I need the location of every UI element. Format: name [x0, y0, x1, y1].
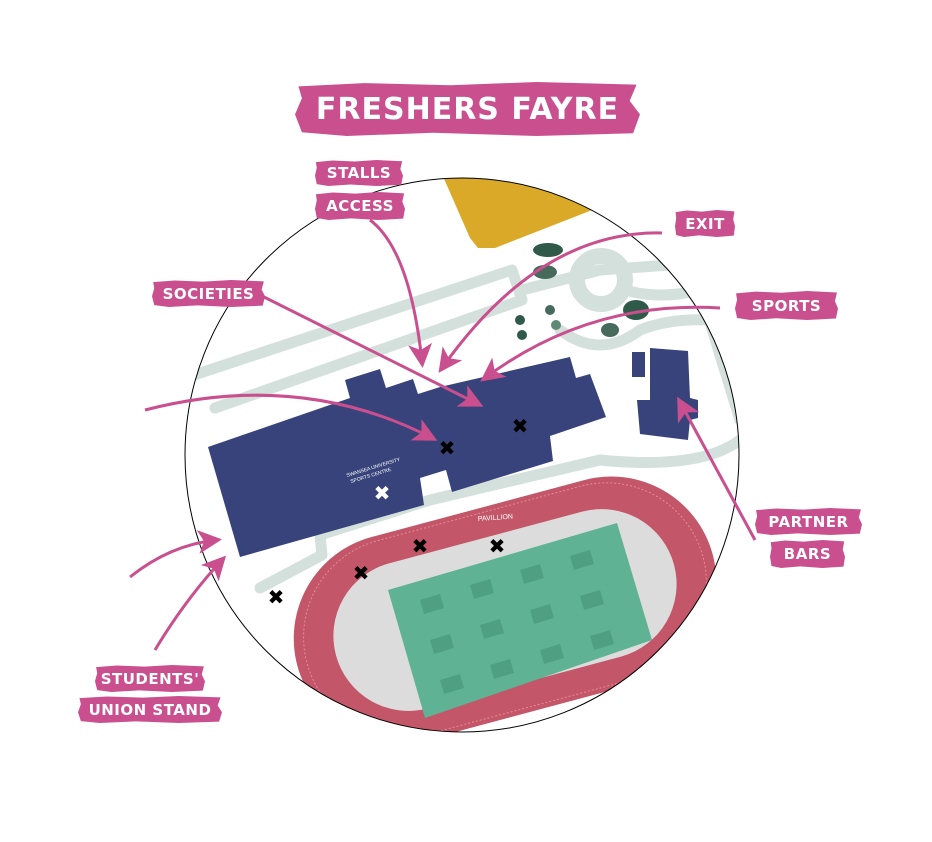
- label-union-stand: UNION STAND: [78, 696, 222, 723]
- label-students: STUDENTS': [95, 665, 205, 692]
- pitch: [388, 523, 652, 718]
- x-marker: ✖: [412, 534, 429, 558]
- x-marker: ✖: [489, 534, 506, 558]
- trees: [515, 243, 649, 340]
- label-access: ACCESS: [315, 192, 405, 220]
- arrow-sports: [480, 305, 721, 382]
- arrow-societies: [261, 294, 484, 407]
- pitch-stripes: [420, 550, 614, 694]
- pavillion-label: PAVILLION: [478, 514, 514, 523]
- arrow-left-stall: [144, 393, 438, 441]
- page-title: FRESHERS FAYRE: [295, 82, 640, 136]
- x-marker: ✖: [439, 436, 456, 460]
- arrows: [129, 218, 757, 651]
- label-sports: SPORTS: [735, 291, 838, 320]
- arrow-students-2: [153, 555, 227, 651]
- x-marker: ✖: [353, 561, 370, 585]
- map-boundary: [184, 177, 740, 733]
- arrow-partner-bars: [677, 396, 757, 541]
- sports-centre-building: [208, 357, 606, 557]
- arrow-access: [369, 218, 433, 368]
- x-marker: ✖: [374, 481, 391, 505]
- label-bars: BARS: [770, 540, 845, 568]
- arrow-students-1: [129, 530, 222, 579]
- label-exit: EXIT: [675, 210, 735, 237]
- stall-markers: ✖ ✖ ✖ ✖ ✖ ✖ ✖: [268, 414, 529, 609]
- arrow-exit: [438, 231, 663, 373]
- label-partner: PARTNER: [755, 508, 862, 535]
- label-societies: SOCIETIES: [152, 280, 265, 307]
- x-marker: ✖: [512, 414, 529, 438]
- label-stalls: STALLS: [315, 160, 403, 186]
- x-marker: ✖: [268, 585, 285, 609]
